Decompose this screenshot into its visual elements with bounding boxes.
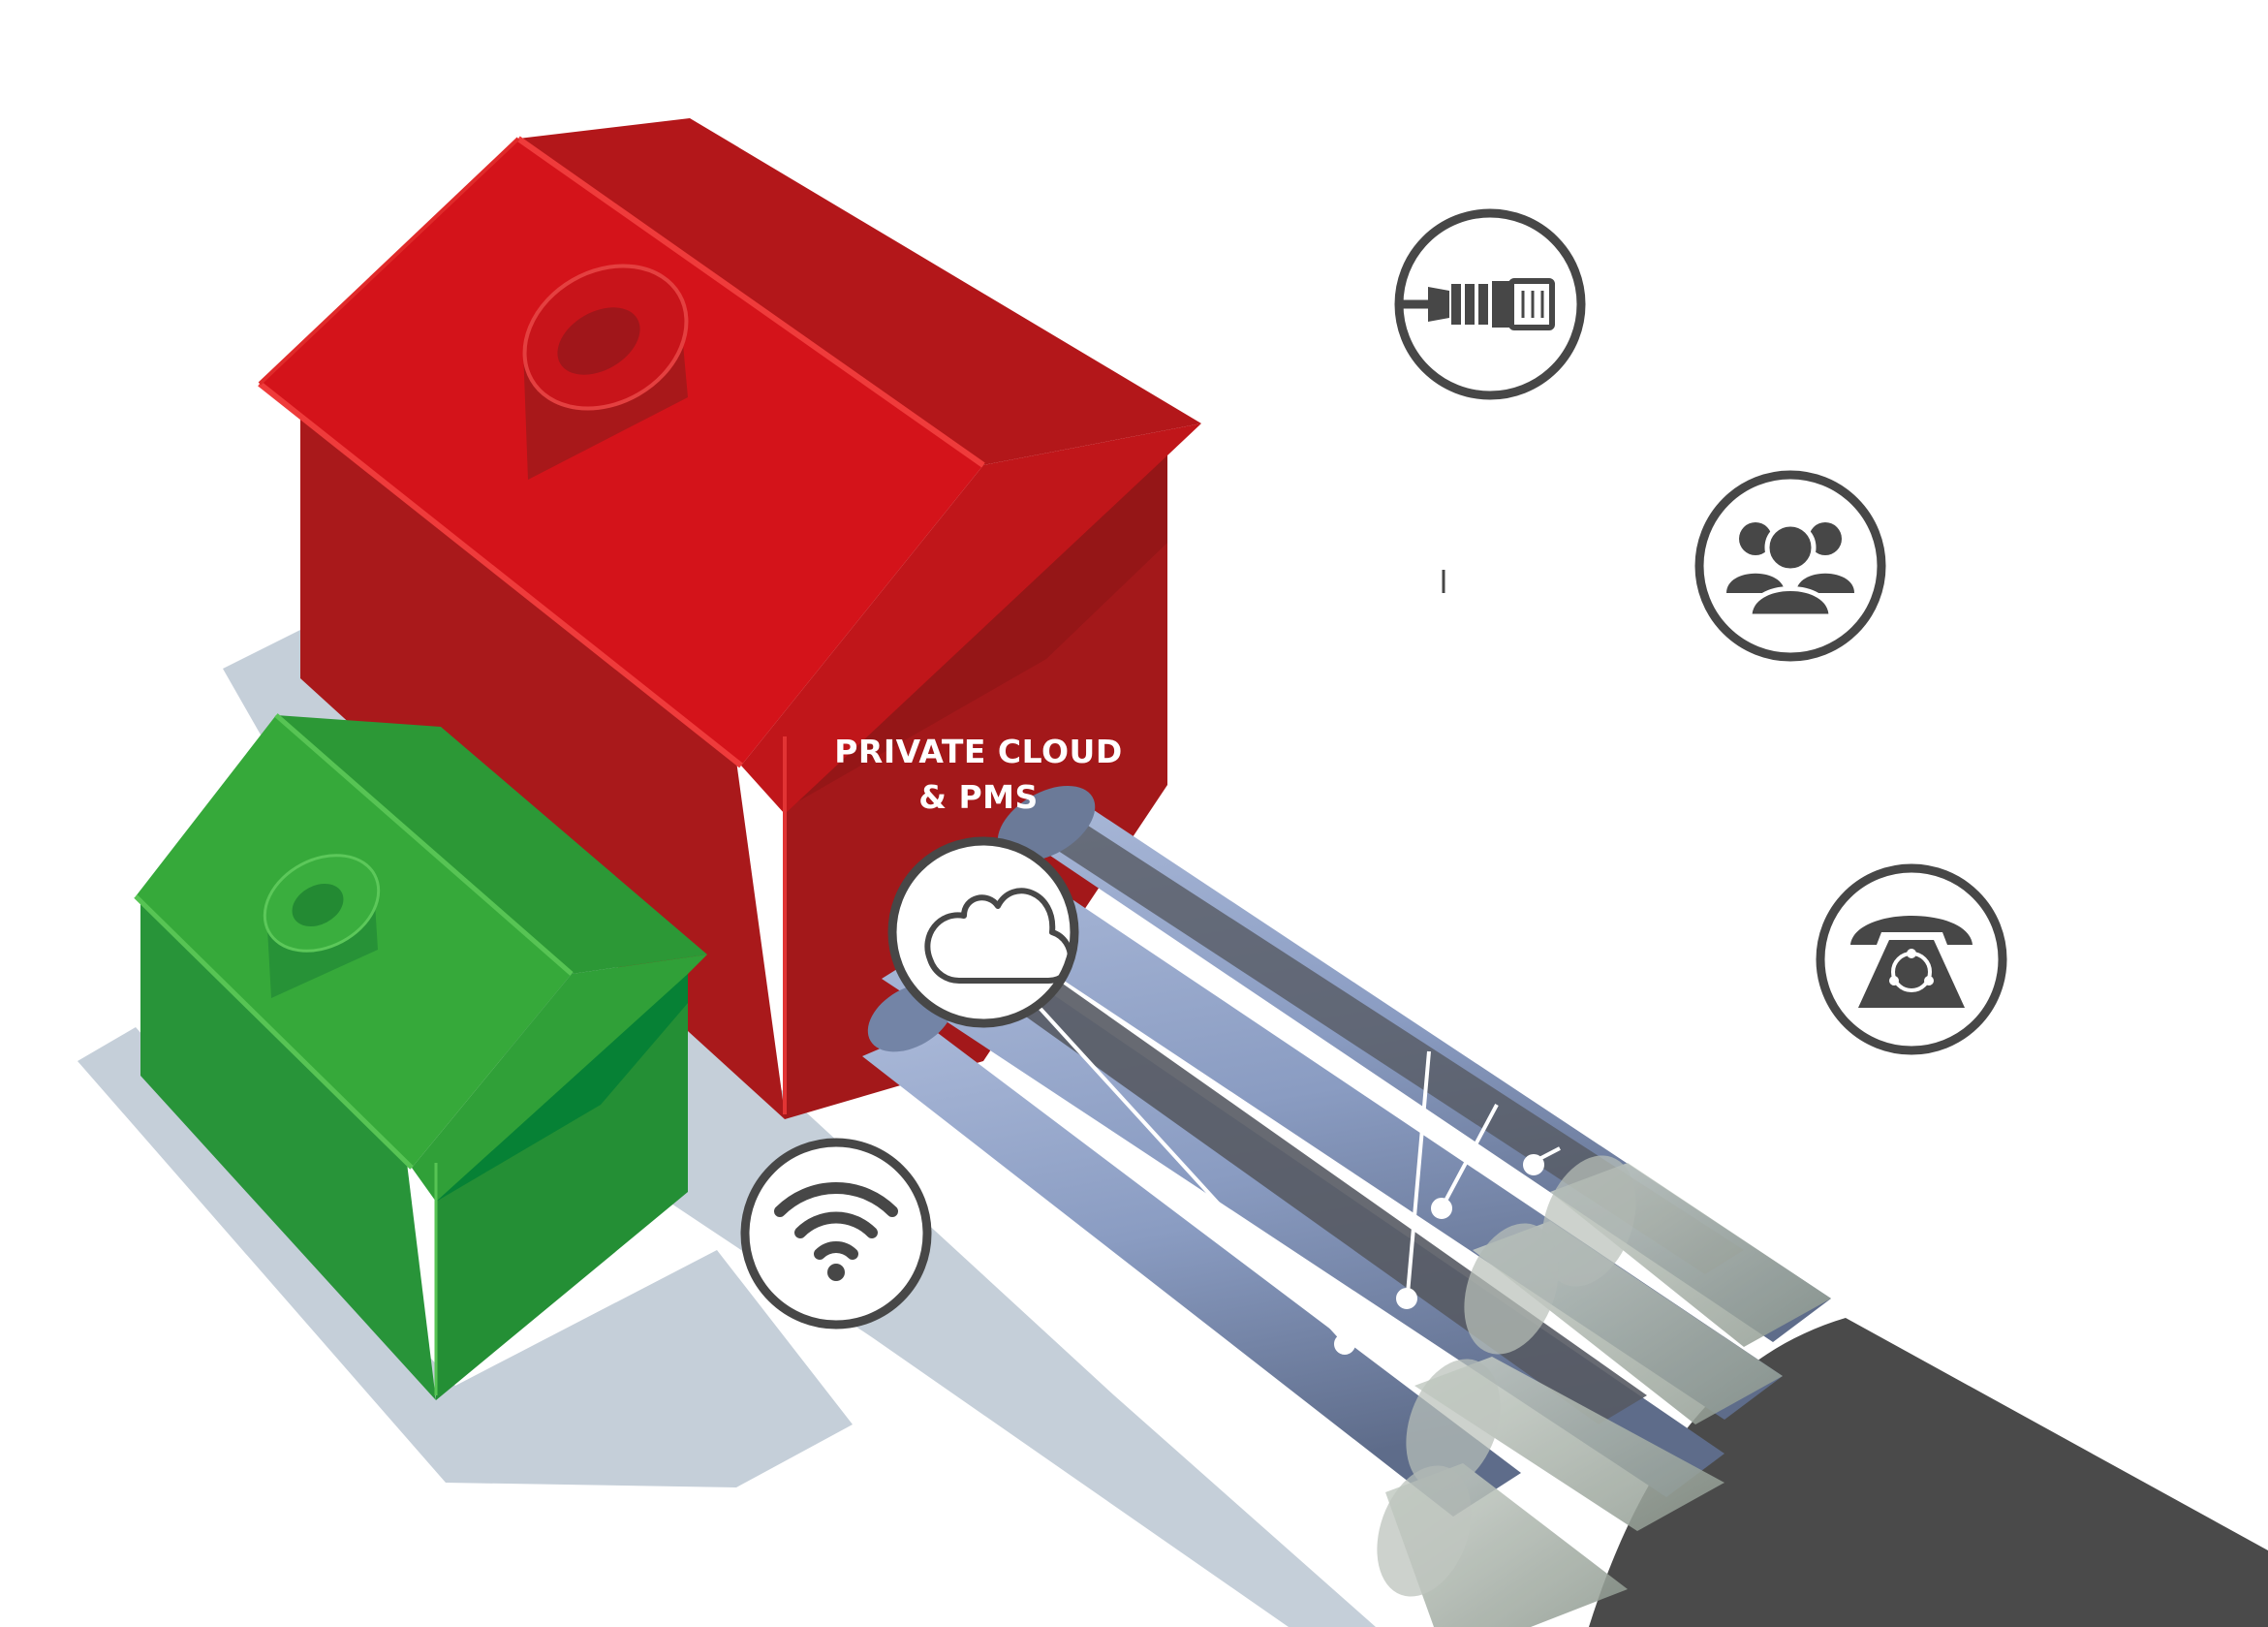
label-line-2: & PMS (918, 778, 1039, 816)
green-house (134, 713, 707, 1400)
ethernet-cable-icon (1394, 208, 1586, 400)
connector-lines (1038, 570, 1561, 1445)
cloud-icon (887, 836, 1079, 1028)
users-group-icon (1694, 470, 1886, 662)
label-line-1: PRIVATE CLOUD (834, 733, 1123, 770)
private-cloud-label: PRIVATE CLOUD & PMS (794, 729, 1163, 820)
wifi-icon (740, 1138, 932, 1330)
telephone-icon (1816, 863, 2007, 1055)
cable-bundle (862, 785, 2268, 1627)
